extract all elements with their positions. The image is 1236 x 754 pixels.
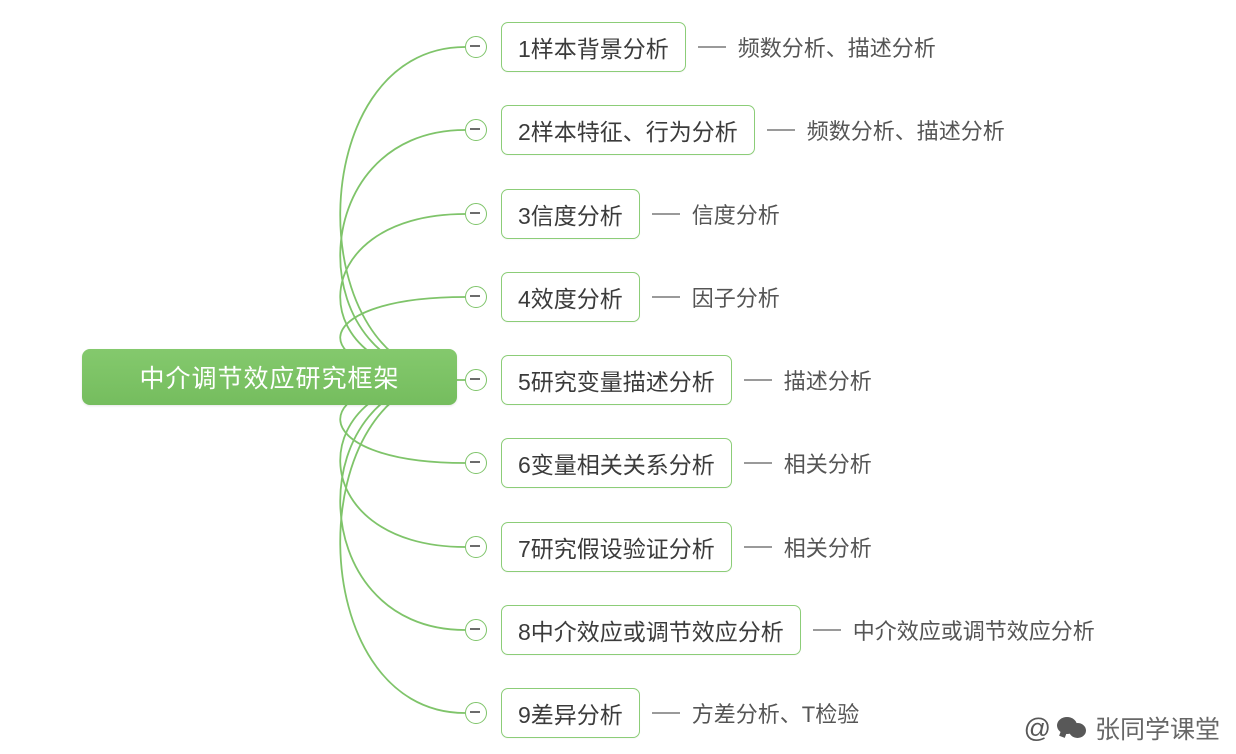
branch-node[interactable]: 3信度分析 [501, 189, 640, 239]
branch-node[interactable]: 5研究变量描述分析 [501, 355, 732, 405]
leaf-connector-line [743, 462, 772, 464]
branch-node[interactable]: 9差异分析 [501, 688, 640, 738]
leaf-label: 信度分析 [691, 203, 780, 228]
branch-node[interactable]: 6变量相关关系分析 [501, 438, 732, 488]
branch-node-label: 1样本背景分析 [518, 36, 669, 62]
leaf-label: 方差分析、T检验 [691, 702, 860, 727]
branch-node-label: 5研究变量描述分析 [518, 369, 715, 395]
leaf-wrap: 方差分析、T检验 [640, 697, 859, 729]
leaf-label: 中介效应或调节效应分析 [852, 619, 1095, 644]
leaf-label: 相关分析 [783, 452, 872, 477]
collapse-icon[interactable] [465, 619, 487, 641]
leaf-label: 频数分析、描述分析 [806, 119, 1005, 144]
branch-node[interactable]: 8中介效应或调节效应分析 [501, 605, 801, 655]
collapse-icon[interactable] [465, 536, 487, 558]
branch-node-label: 7研究假设验证分析 [518, 536, 715, 562]
collapse-icon[interactable] [465, 369, 487, 391]
collapse-icon[interactable] [465, 119, 487, 141]
branch-node[interactable]: 7研究假设验证分析 [501, 522, 732, 572]
leaf-connector-line [743, 379, 772, 381]
collapse-icon[interactable] [465, 203, 487, 225]
branch-node-label: 8中介效应或调节效应分析 [518, 619, 784, 645]
root-node-label: 中介调节效应研究框架 [139, 365, 400, 393]
leaf-connector-line [651, 712, 680, 714]
leaf-connector-line [651, 296, 680, 298]
branch-node-label: 3信度分析 [518, 203, 623, 229]
leaf-wrap: 信度分析 [640, 198, 780, 230]
collapse-icon[interactable] [465, 36, 487, 58]
watermark: @ 张同学课堂 [1024, 710, 1220, 746]
branch-node-label: 4效度分析 [518, 286, 623, 312]
leaf-label: 相关分析 [783, 536, 872, 561]
root-node[interactable]: 中介调节效应研究框架 [82, 349, 457, 405]
leaf-wrap: 频数分析、描述分析 [755, 114, 1005, 146]
leaf-connector-line [651, 213, 680, 215]
branch-node[interactable]: 4效度分析 [501, 272, 640, 322]
branch-node[interactable]: 1样本背景分析 [501, 22, 686, 72]
leaf-wrap: 相关分析 [732, 531, 872, 563]
leaf-connector-line [766, 129, 795, 131]
leaf-connector-line [812, 629, 841, 631]
collapse-icon[interactable] [465, 452, 487, 474]
watermark-text: 张同学课堂 [1094, 716, 1220, 744]
leaf-connector-line [697, 46, 726, 48]
leaf-wrap: 描述分析 [732, 364, 872, 396]
branch-node[interactable]: 2样本特征、行为分析 [501, 105, 755, 155]
collapse-icon[interactable] [465, 702, 487, 724]
leaf-connector-line [743, 546, 772, 548]
branch-node-label: 9差异分析 [518, 702, 623, 728]
at-symbol: @ [1023, 712, 1051, 743]
leaf-label: 频数分析、描述分析 [737, 36, 936, 61]
chat-bubble-icon [1056, 715, 1089, 741]
leaf-wrap: 频数分析、描述分析 [686, 31, 936, 63]
leaf-label: 因子分析 [691, 286, 780, 311]
leaf-wrap: 中介效应或调节效应分析 [801, 614, 1095, 646]
leaf-wrap: 相关分析 [732, 447, 872, 479]
leaf-wrap: 因子分析 [640, 281, 780, 313]
branch-node-label: 6变量相关关系分析 [518, 452, 715, 478]
leaf-label: 描述分析 [783, 369, 872, 394]
branch-node-label: 2样本特征、行为分析 [518, 119, 738, 145]
collapse-icon[interactable] [465, 286, 487, 308]
